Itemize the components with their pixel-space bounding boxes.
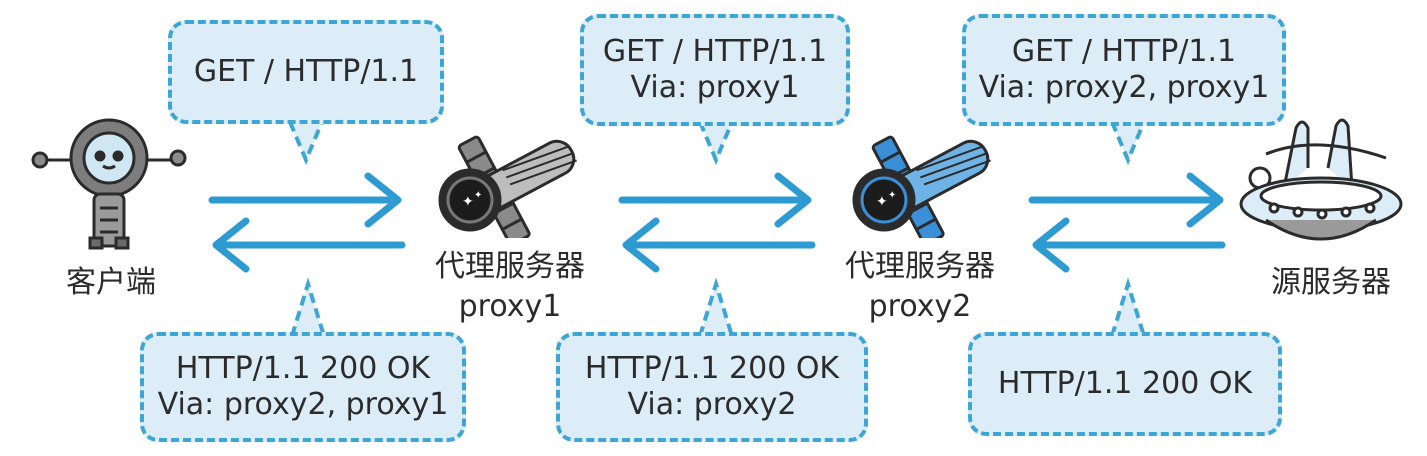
response-1-line1: HTTP/1.1 200 OK <box>175 351 431 386</box>
client-label: 客户端 <box>66 265 156 300</box>
request-bubble-1: GET / HTTP/1.1 <box>168 20 444 124</box>
response-arrow-1 <box>212 217 406 273</box>
robot-icon <box>31 118 187 250</box>
request-arrow-1 <box>208 172 402 228</box>
proxy2-sublabel: proxy2 <box>868 289 972 324</box>
response-bubble-2-tail <box>698 277 734 337</box>
response-arrow-3 <box>1032 217 1226 273</box>
satellite-icon: ✦ ✦ <box>852 135 991 238</box>
response-bubble-1-tail <box>290 277 326 337</box>
request-3-line2: Via: proxy2, proxy1 <box>978 70 1270 105</box>
response-2-line2: Via: proxy2 <box>627 387 797 422</box>
origin-label: 源服务器 <box>1271 265 1391 300</box>
request-bubble-2-tail <box>698 121 734 166</box>
response-2-line1: HTTP/1.1 200 OK <box>584 351 840 386</box>
svg-text:✦: ✦ <box>462 194 474 210</box>
request-bubble-3-tail <box>1110 121 1146 166</box>
proxy1-label: 代理服务器 <box>435 249 585 284</box>
request-2-line1: GET / HTTP/1.1 <box>602 34 828 69</box>
request-3-line1: GET / HTTP/1.1 <box>1011 34 1237 69</box>
proxy1-sublabel: proxy1 <box>458 289 562 324</box>
ufo-icon <box>1239 118 1403 241</box>
response-3-line1: HTTP/1.1 200 OK <box>997 366 1253 401</box>
response-bubble-3-tail <box>1110 277 1146 337</box>
svg-text:✦: ✦ <box>474 190 482 201</box>
satellite-icon: ✦ ✦ <box>438 135 577 238</box>
request-arrow-2 <box>618 172 812 228</box>
request-arrow-3 <box>1028 172 1224 228</box>
response-bubble-1: HTTP/1.1 200 OK Via: proxy2, proxy1 <box>140 332 466 442</box>
response-arrow-2 <box>622 217 816 273</box>
request-2-line2: Via: proxy1 <box>630 70 800 105</box>
proxy2-label: 代理服务器 <box>845 249 995 284</box>
request-bubble-1-tail <box>288 121 324 166</box>
response-bubble-3: HTTP/1.1 200 OK <box>968 332 1282 436</box>
svg-text:✦: ✦ <box>876 194 888 210</box>
request-bubble-3: GET / HTTP/1.1 Via: proxy2, proxy1 <box>962 14 1286 126</box>
svg-text:✦: ✦ <box>888 190 896 201</box>
response-bubble-2: HTTP/1.1 200 OK Via: proxy2 <box>556 332 868 442</box>
request-bubble-2: GET / HTTP/1.1 Via: proxy1 <box>580 14 850 126</box>
response-1-line2: Via: proxy2, proxy1 <box>157 387 449 422</box>
request-1-line1: GET / HTTP/1.1 <box>193 54 419 89</box>
